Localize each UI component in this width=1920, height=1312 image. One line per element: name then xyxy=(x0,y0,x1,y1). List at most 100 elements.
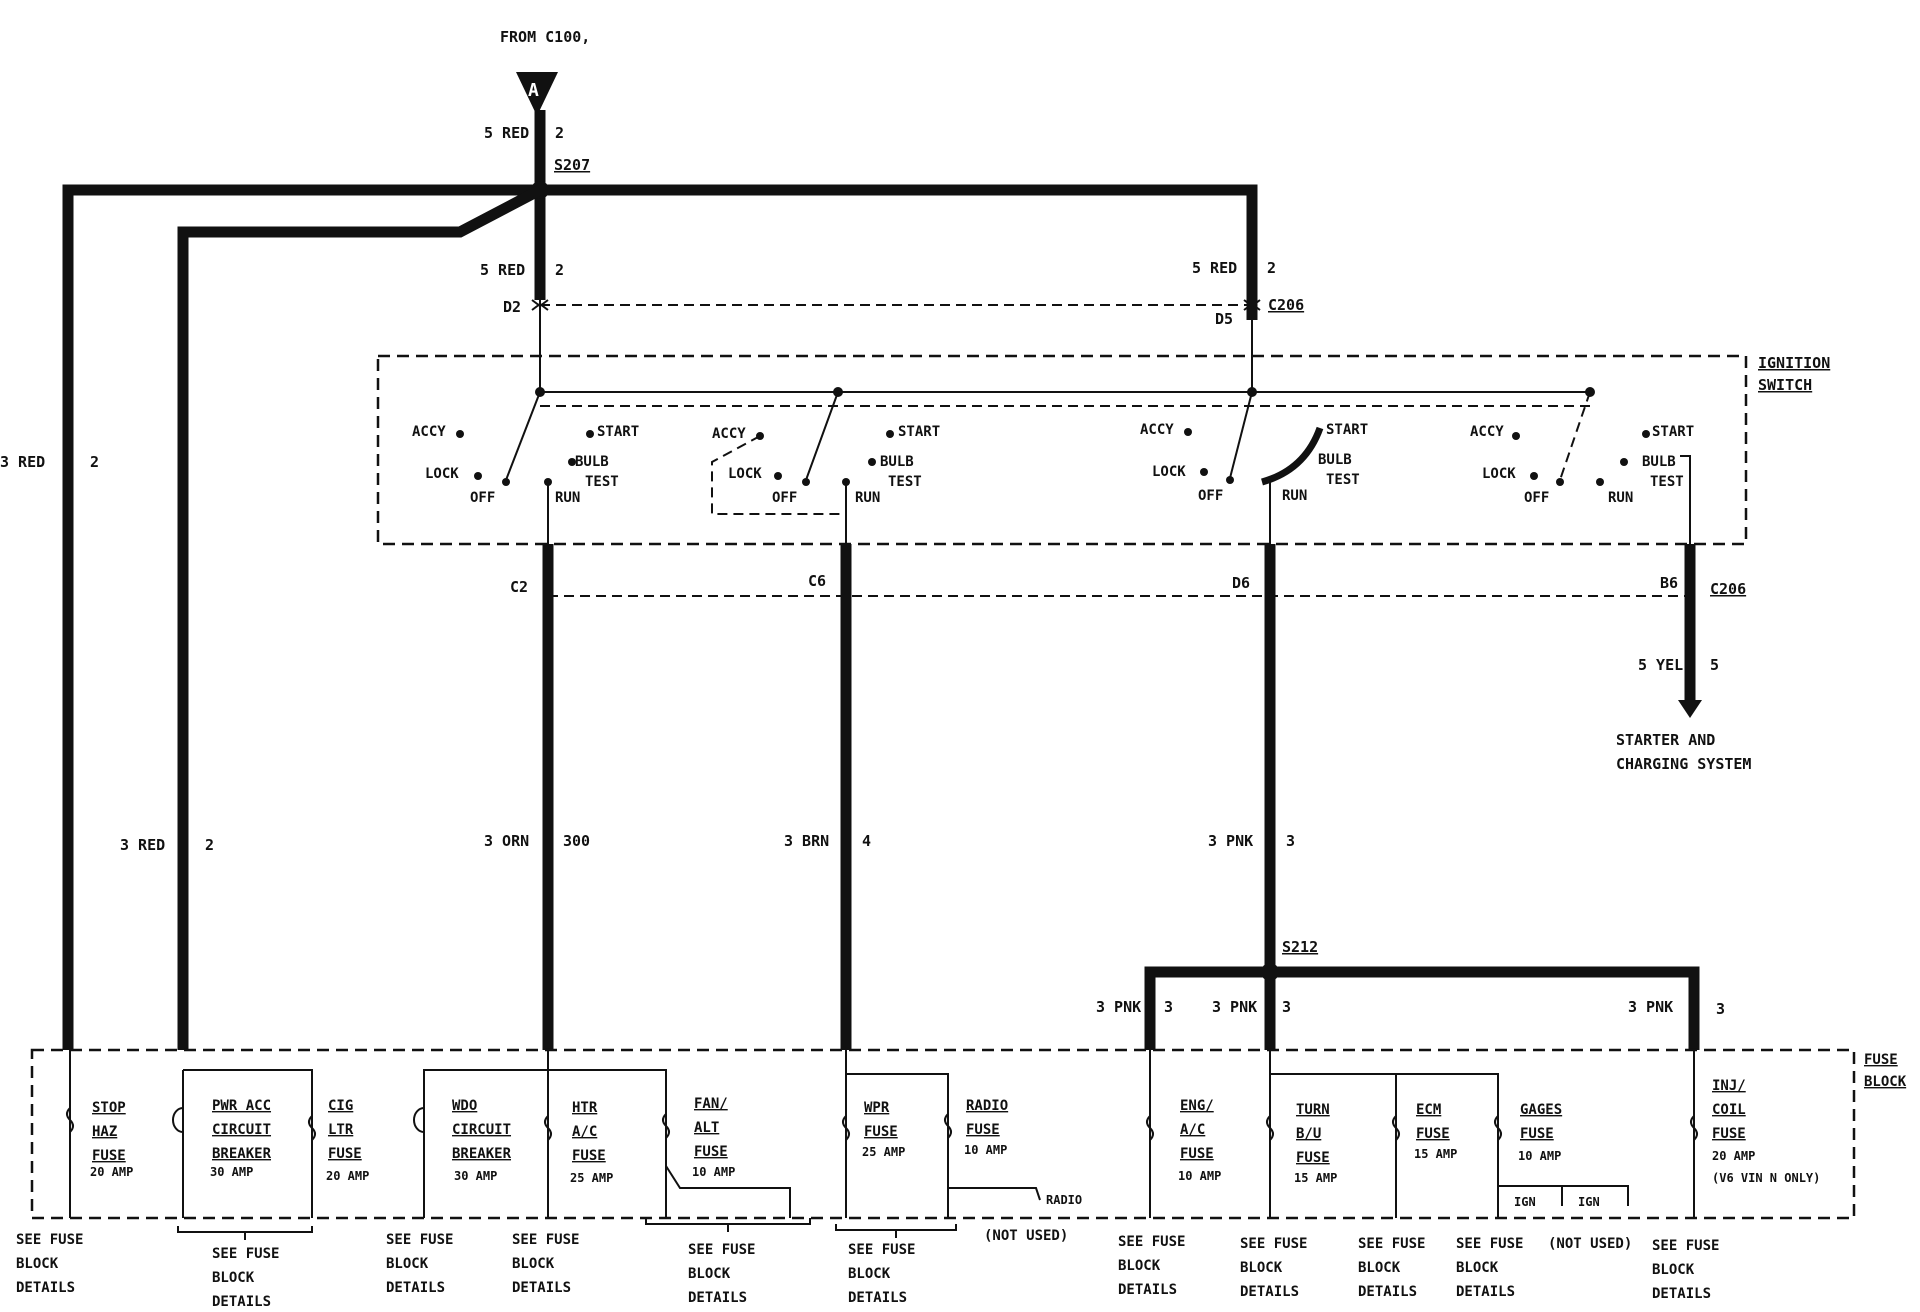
svg-text:10 AMP: 10 AMP xyxy=(1178,1169,1221,1183)
svg-text:SEE FUSE: SEE FUSE xyxy=(1358,1236,1425,1252)
svg-text:FUSE: FUSE xyxy=(1416,1126,1450,1142)
starter-label-1: STARTER AND xyxy=(1616,731,1715,749)
wire-pnk-c xyxy=(1270,966,1700,1050)
svg-text:WPR: WPR xyxy=(864,1100,890,1116)
wire-label-pnk-c: 3 PNK xyxy=(1628,998,1673,1016)
wire-label-left-red: 3 RED xyxy=(0,453,45,471)
fuse-eng-ac: ENG/ A/C FUSE 10 AMP xyxy=(1146,1050,1221,1218)
svg-text:FUSE: FUSE xyxy=(572,1148,606,1164)
svg-text:B/U: B/U xyxy=(1296,1126,1321,1142)
svg-text:LOCK: LOCK xyxy=(1152,464,1186,480)
radio-label: RADIO xyxy=(1046,1193,1082,1207)
svg-text:OFF: OFF xyxy=(1524,490,1549,506)
wire-num-pnk: 3 xyxy=(1286,832,1295,850)
fuse-stop-haz: STOP HAZ FUSE 20 AMP xyxy=(66,1050,133,1218)
svg-text:25 AMP: 25 AMP xyxy=(570,1171,613,1185)
switch-section-1: ACCY LOCK OFF START BULB TEST RUN xyxy=(412,391,639,544)
pin-d6: D6 xyxy=(1232,574,1250,592)
svg-text:SEE FUSE: SEE FUSE xyxy=(848,1242,915,1258)
svg-text:RUN: RUN xyxy=(1282,488,1307,504)
svg-text:RUN: RUN xyxy=(855,490,880,506)
svg-text:TEST: TEST xyxy=(1650,474,1684,490)
svg-text:RUN: RUN xyxy=(555,490,580,506)
switch-section-3: ACCY LOCK OFF START BULB TEST RUN xyxy=(1140,391,1368,544)
fuse-inj-coil: INJ/ COIL FUSE 20 AMP (V6 VIN N ONLY) xyxy=(1690,1050,1820,1218)
svg-text:SEE FUSE: SEE FUSE xyxy=(688,1242,755,1258)
wire-label-pnk-a: 3 PNK xyxy=(1096,998,1141,1016)
switch-section-4: ACCY LOCK OFF START BULB TEST RUN xyxy=(1470,391,1694,544)
wire-num-brn: 4 xyxy=(862,832,871,850)
svg-text:DETAILS: DETAILS xyxy=(1358,1284,1417,1300)
svg-text:INJ/: INJ/ xyxy=(1712,1078,1746,1094)
svg-text:CIRCUIT: CIRCUIT xyxy=(452,1122,511,1138)
from-c100-label: FROM C100, xyxy=(500,28,590,46)
breaker-pwr-acc: PWR ACC CIRCUIT BREAKER 30 AMP xyxy=(172,1069,316,1218)
svg-text:BLOCK: BLOCK xyxy=(1240,1260,1283,1276)
fuse-ecm: ECM FUSE 15 AMP xyxy=(1392,1102,1457,1161)
svg-text:DETAILS: DETAILS xyxy=(16,1280,75,1296)
pin-c6: C6 xyxy=(808,572,826,590)
svg-text:FUSE: FUSE xyxy=(1296,1150,1330,1166)
svg-text:FUSE: FUSE xyxy=(694,1144,728,1160)
pin-b6: B6 xyxy=(1660,574,1678,592)
wire-label-pwr-red: 3 RED xyxy=(120,836,165,854)
svg-text:BULB: BULB xyxy=(880,454,914,470)
connector-a-icon: A xyxy=(516,72,558,116)
svg-text:15 AMP: 15 AMP xyxy=(1414,1147,1457,1161)
svg-text:BLOCK: BLOCK xyxy=(212,1270,255,1286)
svg-text:PWR ACC: PWR ACC xyxy=(212,1098,271,1114)
svg-text:START: START xyxy=(1326,422,1368,438)
svg-text:BREAKER: BREAKER xyxy=(452,1146,512,1162)
svg-text:ALT: ALT xyxy=(694,1120,719,1136)
wire-num-left-red: 2 xyxy=(90,453,99,471)
svg-text:A/C: A/C xyxy=(1180,1122,1205,1138)
wire-num-top-red: 2 xyxy=(555,124,564,142)
ignition-switch-box xyxy=(376,354,1748,546)
svg-text:WDO: WDO xyxy=(452,1098,477,1114)
wire-label-pnk-b: 3 PNK xyxy=(1212,998,1257,1016)
svg-text:OFF: OFF xyxy=(470,490,495,506)
svg-text:BLOCK: BLOCK xyxy=(1456,1260,1499,1276)
svg-text:ACCY: ACCY xyxy=(1140,422,1174,438)
svg-text:DETAILS: DETAILS xyxy=(1118,1282,1177,1298)
wire-label-d5-red: 5 RED xyxy=(1192,259,1237,277)
svg-text:FUSE: FUSE xyxy=(1712,1126,1746,1142)
svg-text:RADIO: RADIO xyxy=(966,1098,1008,1114)
not-used-label-2: (NOT USED) xyxy=(1548,1236,1632,1252)
svg-text:TEST: TEST xyxy=(1326,472,1360,488)
fuse-htr-ac: HTR A/C FUSE 25 AMP xyxy=(544,1050,613,1218)
svg-text:BREAKER: BREAKER xyxy=(212,1146,272,1162)
svg-text:TEST: TEST xyxy=(585,474,619,490)
svg-text:ECM: ECM xyxy=(1416,1102,1441,1118)
wire-num-orn: 300 xyxy=(563,832,590,850)
svg-text:ACCY: ACCY xyxy=(412,424,446,440)
svg-text:SEE FUSE: SEE FUSE xyxy=(1240,1236,1307,1252)
svg-text:BLOCK: BLOCK xyxy=(848,1266,891,1282)
svg-text:TEST: TEST xyxy=(888,474,922,490)
fuse-wpr: WPR FUSE 25 AMP xyxy=(842,1050,949,1218)
svg-text:START: START xyxy=(898,424,940,440)
wire-num-pnk-b: 3 xyxy=(1282,998,1291,1016)
wire-stop-haz-feed xyxy=(62,184,540,1050)
svg-text:30 AMP: 30 AMP xyxy=(454,1169,497,1183)
wire-num-d2-red: 2 xyxy=(555,261,564,279)
svg-text:DETAILS: DETAILS xyxy=(688,1290,747,1306)
svg-text:A: A xyxy=(528,80,539,101)
breaker-wdo: WDO CIRCUIT BREAKER 30 AMP xyxy=(413,1069,548,1218)
svg-text:BLOCK: BLOCK xyxy=(16,1256,59,1272)
wire-pnk-a xyxy=(1144,966,1270,1050)
ignition-switch-label-1: IGNITION xyxy=(1758,354,1830,372)
svg-text:CIRCUIT: CIRCUIT xyxy=(212,1122,271,1138)
svg-text:SEE FUSE: SEE FUSE xyxy=(386,1232,453,1248)
svg-text:STOP: STOP xyxy=(92,1100,126,1116)
svg-text:DETAILS: DETAILS xyxy=(1456,1284,1515,1300)
svg-text:DETAILS: DETAILS xyxy=(512,1280,571,1296)
svg-text:A/C: A/C xyxy=(572,1124,597,1140)
svg-text:TURN: TURN xyxy=(1296,1102,1330,1118)
svg-text:LOCK: LOCK xyxy=(728,466,762,482)
arrow-down-icon xyxy=(1678,700,1702,718)
svg-text:BLOCK: BLOCK xyxy=(1118,1258,1161,1274)
fuse-gages: GAGES FUSE 10 AMP IGN IGN xyxy=(1494,1102,1629,1209)
wire-d5-feed xyxy=(540,184,1258,320)
